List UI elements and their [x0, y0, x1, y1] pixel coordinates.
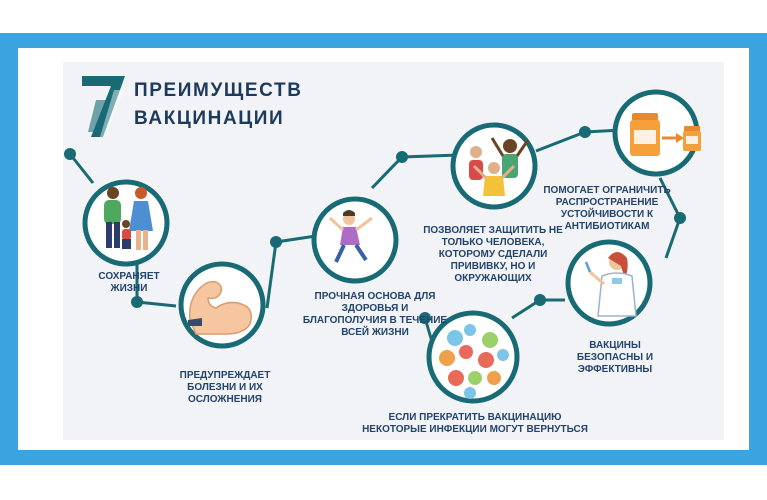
label-protects-others: ПОЗВОЛЯЕТ ЗАЩИТИТЬ НЕ ТОЛЬКО ЧЕЛОВЕКА, К…: [423, 225, 563, 284]
flexed-arm-icon: [178, 261, 266, 349]
happy-people-icon: [450, 122, 538, 210]
medicine-jars-icon: [612, 89, 701, 177]
title-line-2: ВАКЦИНАЦИИ: [134, 108, 285, 129]
jumping-child-icon: [311, 196, 399, 284]
seven-logo: [82, 76, 125, 137]
label-prevents-diseases: ПРЕДУПРЕЖДАЕТ БОЛЕЗНИ И ИХ ОСЛОЖНЕНИЯ: [179, 370, 271, 405]
label-vaccines-safe: ВАКЦИНЫ БЕЗОПАСНЫ И ЭФФЕКТИВНЫ: [576, 340, 654, 375]
title-line-1: ПРЕИМУЩЕСТВ: [134, 80, 303, 101]
label-saves-lives: СОХРАНЯЕТ ЖИЗНИ: [98, 271, 160, 294]
germs-icon: [426, 310, 520, 404]
connector-dots: [64, 126, 686, 324]
label-antibiotic-resistance: ПОМОГАЕТ ОГРАНИЧИТЬ РАСПРОСТРАНЕНИЕ УСТО…: [543, 185, 671, 232]
doctor-icon: [565, 239, 653, 327]
family-icon: [82, 179, 170, 267]
label-infections-return: ЕСЛИ ПРЕКРАТИТЬ ВАКЦИНАЦИЮ НЕКОТОРЫЕ ИНФ…: [362, 412, 588, 435]
label-strong-foundation: ПРОЧНАЯ ОСНОВА ДЛЯ ЗДОРОВЬЯ И БЛАГОПОЛУЧ…: [302, 291, 448, 338]
